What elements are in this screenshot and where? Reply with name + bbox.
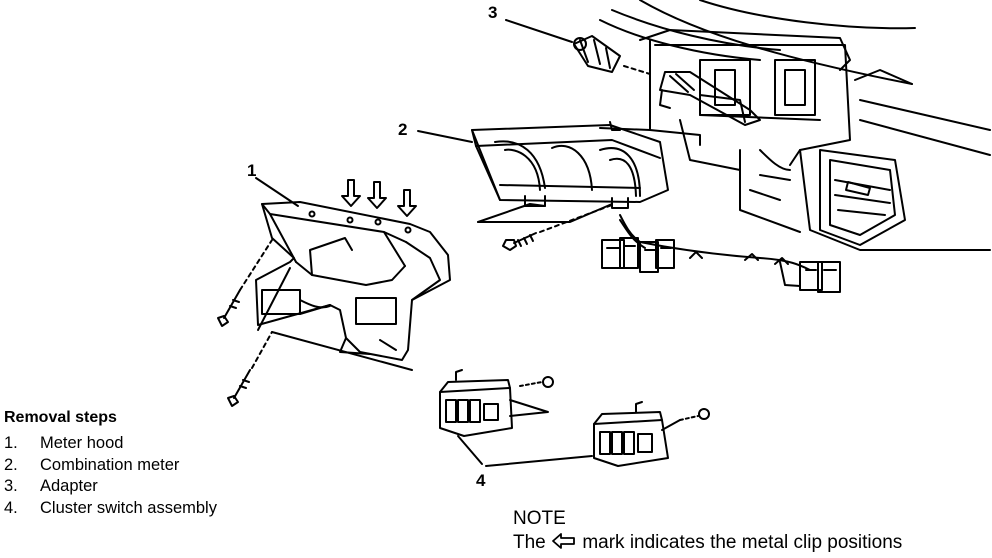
wiring-harness: [601, 214, 841, 293]
clip-position-arrows: [341, 179, 417, 217]
removal-steps: Removal steps 1. Meter hood 2. Combinati…: [4, 409, 304, 519]
screw-switch-right: [679, 408, 710, 421]
removal-step: 3. Adapter: [4, 476, 304, 498]
step-number: 1.: [4, 434, 18, 452]
column-switch: [659, 71, 761, 126]
screw-hood-upper: [217, 239, 273, 327]
removal-step: 4. Cluster switch assembly: [4, 498, 304, 520]
callout-label-adapter: 3: [488, 3, 498, 22]
step-label: Adapter: [40, 477, 98, 495]
screw-hood-lower: [227, 331, 413, 407]
dashboard-panel: [599, 0, 991, 251]
meter-hood-part: [255, 177, 451, 361]
callout-label-combination-meter: 2: [398, 120, 408, 139]
removal-step: 2. Combination meter: [4, 455, 304, 477]
step-label: Cluster switch assembly: [40, 498, 217, 517]
cluster-switch-right: [593, 401, 681, 467]
removal-steps-title: Removal steps: [4, 409, 117, 426]
screw-switch-left: [519, 376, 554, 388]
step-number: 4.: [4, 498, 18, 517]
step-number: 3.: [4, 477, 18, 495]
note-title: NOTE: [513, 508, 566, 529]
callout-4-leaders: [457, 435, 593, 467]
note-text: The mark indicates the metal clip positi…: [513, 530, 991, 558]
step-number: 2.: [4, 455, 18, 474]
note-block: NOTE The mark indicates the metal clip p…: [513, 507, 991, 558]
removal-step: 1. Meter hood: [4, 433, 304, 455]
step-label: Meter hood: [40, 434, 124, 452]
adapter-part: [505, 19, 651, 75]
cluster-switch-left: [439, 369, 549, 437]
outline-left-arrow-icon: [551, 532, 577, 558]
screw-meter: [502, 204, 613, 251]
note-text-after: mark indicates the metal clip positions: [582, 532, 903, 553]
callout-label-cluster-switch: 4: [476, 471, 486, 490]
note-text-before: The: [513, 532, 546, 553]
callout-label-meter-hood: 1: [247, 161, 257, 180]
step-label: Combination meter: [40, 455, 180, 474]
combination-meter-part: [417, 121, 669, 223]
